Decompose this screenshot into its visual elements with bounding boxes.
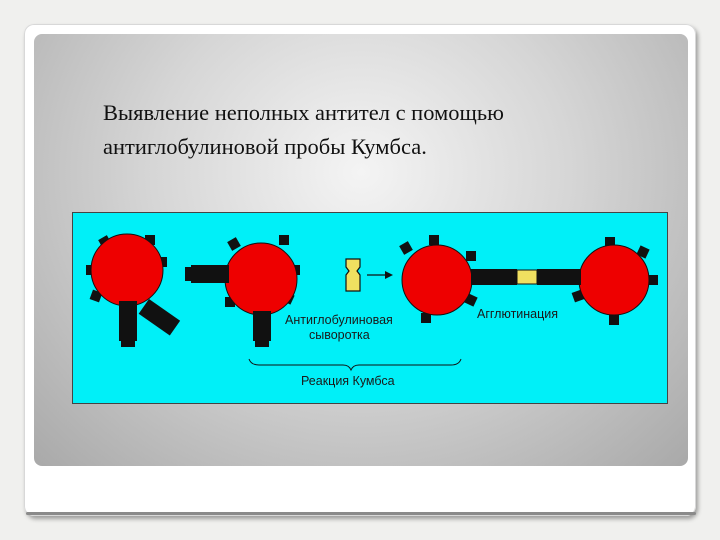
incomplete-antibody-1b — [139, 299, 180, 336]
slide-title: Выявление неполных антител с помощью ант… — [103, 96, 663, 164]
red-cell-3 — [399, 235, 477, 323]
serum-label-line-2: сыворотка — [309, 328, 370, 342]
arrow-icon — [367, 271, 393, 279]
incomplete-antibody-1a — [119, 301, 137, 347]
slide-title-line-2: антиглобулиновой пробы Кумбса. — [103, 130, 663, 164]
red-cell-4 — [572, 237, 658, 325]
coombs-diagram-svg: Антиглобулиновая сыворотка Агглютинация … — [73, 213, 669, 405]
slide-bottom-rule — [26, 512, 696, 515]
coombs-reaction-label: Реакция Кумбса — [301, 374, 395, 388]
serum-label-line-1: Антиглобулиновая — [285, 313, 393, 327]
agglutination-bridge — [471, 269, 581, 285]
red-cell-2 — [225, 235, 300, 315]
incomplete-antibody-2a — [185, 265, 229, 283]
slide-title-line-1: Выявление неполных антител с помощью — [103, 96, 663, 130]
antiglobulin-molecule — [346, 259, 360, 291]
reaction-bracket — [249, 359, 461, 370]
coombs-diagram: Антиглобулиновая сыворотка Агглютинация … — [72, 212, 668, 404]
incomplete-antibody-2b — [253, 311, 271, 347]
agglutination-label: Агглютинация — [477, 307, 558, 321]
red-cell-1 — [86, 234, 167, 306]
